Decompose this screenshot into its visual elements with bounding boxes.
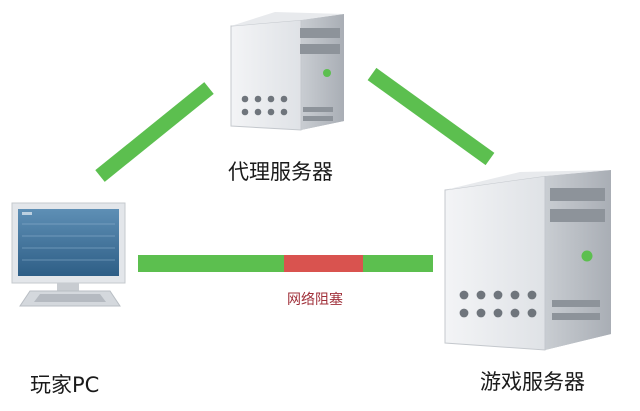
direct-link-segment-right — [363, 255, 433, 272]
player-pc-label: 玩家PC — [30, 373, 100, 397]
link-pc-to-proxy — [95, 82, 214, 182]
proxy-server-icon — [230, 12, 344, 131]
link-proxy-to-game-server — [367, 67, 495, 166]
game-server-icon — [444, 170, 611, 351]
player-pc-icon — [11, 202, 126, 307]
network-blocked-label: 网络阻塞 — [287, 292, 343, 308]
game-server-label: 游戏服务器 — [480, 370, 585, 394]
direct-link-segment-left — [138, 255, 284, 272]
blocked-segment — [284, 255, 363, 272]
proxy-server-label: 代理服务器 — [228, 160, 333, 184]
link-pc-to-game-server — [138, 255, 433, 272]
